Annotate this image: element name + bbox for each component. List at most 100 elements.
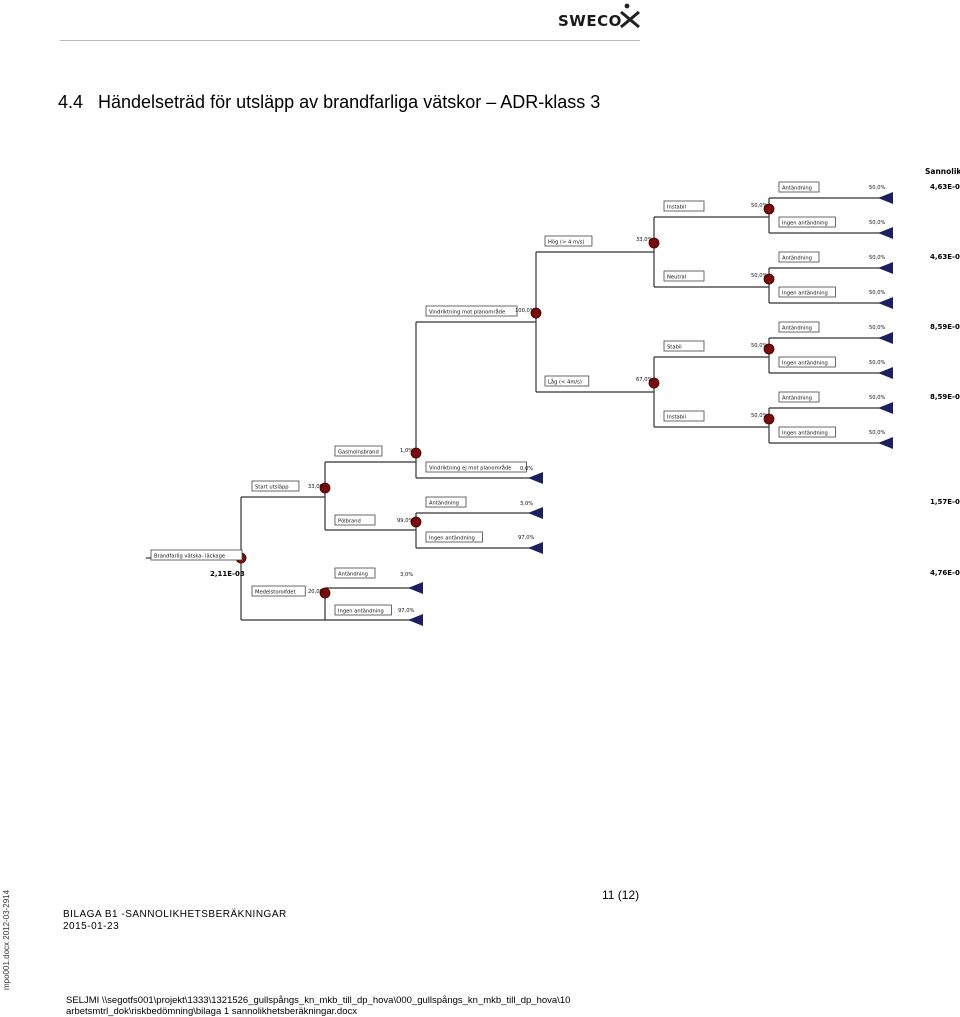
event-label: Låg (< 4m/s): [548, 379, 582, 386]
event-label-box: [544, 235, 593, 247]
branch-probability: 50,0%: [869, 290, 886, 296]
event-label: Pölbrand: [338, 519, 361, 525]
event-label: Neutral: [667, 275, 686, 281]
event-label-box: [334, 445, 383, 457]
branch-probability: 0,0%: [520, 466, 533, 472]
branch-probability: 33,0%: [636, 237, 653, 243]
initial-frequency: 2,11E-03: [210, 570, 245, 578]
event-label: Antändning: [782, 396, 812, 402]
chance-node: [763, 413, 775, 425]
event-label: Instabil: [667, 205, 686, 211]
event-label-box: [663, 200, 705, 212]
appendix-title: BILAGA B1 -SANNOLIKHETSBERÄKNINGAR: [63, 909, 287, 920]
branch-probability: 50,0%: [751, 343, 768, 349]
sweco-logo: SWECO: [558, 3, 642, 31]
event-label-box: [778, 321, 820, 333]
terminal-node: [878, 332, 893, 344]
file-path: SELJMI \\segotfs001\projekt\1333\1321526…: [66, 995, 571, 1017]
event-label: Start utsläpp: [255, 485, 289, 491]
event-label-box: [425, 496, 467, 508]
branch-probability: 3,0%: [520, 501, 533, 507]
branch-probability: 97,0%: [398, 608, 415, 614]
chance-node: [763, 203, 775, 215]
event-label: Ingen antändning: [782, 361, 828, 367]
branch-probability: 50,0%: [869, 185, 886, 191]
terminal-node: [878, 262, 893, 274]
event-label: Brandfarlig vätska- läckage: [154, 554, 225, 560]
sweco-mark-icon: [620, 3, 640, 29]
branch-probability: 33,0%: [308, 484, 325, 490]
event-label-box: [334, 604, 392, 616]
event-label: Ingen antändning: [429, 536, 475, 542]
event-label: Stabil: [667, 345, 682, 351]
terminal-node: [528, 472, 543, 484]
section-title: Händelseträd för utsläpp av brandfarliga…: [98, 92, 601, 112]
chance-node: [410, 447, 422, 459]
event-label: Hög (> 4 m/s): [548, 240, 585, 246]
branch-probability: 50,0%: [751, 203, 768, 209]
event-tree: Brandfarlig vätska- läckage 2,11E-03 Start…: [146, 167, 960, 626]
branch-probability: 20,0%: [308, 589, 325, 595]
chance-node: [319, 587, 331, 599]
event-label-box: [663, 270, 705, 282]
terminal-node: [878, 402, 893, 414]
chance-node: [648, 237, 660, 249]
branch-probability: 99,0%: [397, 518, 414, 524]
event-label: Antändning: [429, 501, 459, 507]
page-number: 11 (12): [602, 888, 640, 902]
terminal-node: [528, 507, 543, 519]
template-reference: mpo001.docx 2012-03-2914: [2, 889, 11, 990]
event-label-box: [334, 567, 376, 579]
tree-nodes: [235, 203, 775, 599]
event-label-box: [251, 585, 306, 597]
event-label-box: [778, 391, 820, 403]
chance-node: [530, 307, 542, 319]
outcome-probability: 4,76E-05: [930, 569, 960, 577]
event-label-box: [425, 305, 518, 317]
event-label: Ingen antändning: [782, 291, 828, 297]
chance-node: [763, 273, 775, 285]
branch-probability: 50,0%: [751, 273, 768, 279]
event-label-box: [425, 531, 483, 543]
section-heading: 4.4 Händelseträd för utsläpp av brandfarl…: [58, 92, 600, 113]
event-label-box: [778, 426, 836, 438]
terminal-node: [408, 614, 423, 626]
terminal-node: [878, 437, 893, 449]
event-label-box: [425, 461, 527, 473]
chance-node: [410, 516, 422, 528]
event-label: Ingen antändning: [782, 221, 828, 227]
branch-probability: 50,0%: [869, 325, 886, 331]
event-label-box: [663, 340, 705, 352]
event-label: Antändning: [338, 572, 368, 578]
chance-node: [648, 377, 660, 389]
event-label-box: [778, 181, 820, 193]
event-label: Ingen antändning: [782, 431, 828, 437]
branch-probability: 50,0%: [869, 255, 886, 261]
section-number: 4.4: [58, 92, 84, 112]
terminal-node: [878, 192, 893, 204]
terminal-node: [528, 542, 543, 554]
branch-probability: 97,0%: [518, 535, 535, 541]
header-divider: [60, 40, 640, 41]
branch-probability: 50,0%: [751, 413, 768, 419]
terminal-node: [408, 582, 423, 594]
event-label: Ingen antändning: [338, 609, 384, 615]
logo-text: SWECO: [558, 12, 622, 30]
event-label-box: [778, 216, 836, 228]
tree-edges: [146, 197, 886, 621]
event-label-box: [544, 375, 590, 387]
event-label: Vindriktning ej mot planområde: [429, 465, 511, 472]
branch-probability: 50,0%: [869, 220, 886, 226]
event-label-box: [334, 514, 376, 526]
event-label: Antändning: [782, 256, 812, 262]
event-label-box: [663, 410, 705, 422]
event-label-box: [251, 480, 300, 492]
outcome-probability: 4,63E-07: [930, 183, 960, 191]
outcome-probability: 1,57E-05: [930, 498, 960, 506]
event-label: Medelstorolfdet: [255, 590, 295, 596]
chance-node: [763, 343, 775, 355]
event-label: Gasmolnsbrand: [338, 450, 379, 456]
outcome-probability: 8,59E-07: [930, 323, 960, 331]
document-date: 2015-01-23: [63, 921, 120, 932]
outcome-probability: 4,63E-07: [930, 253, 960, 261]
